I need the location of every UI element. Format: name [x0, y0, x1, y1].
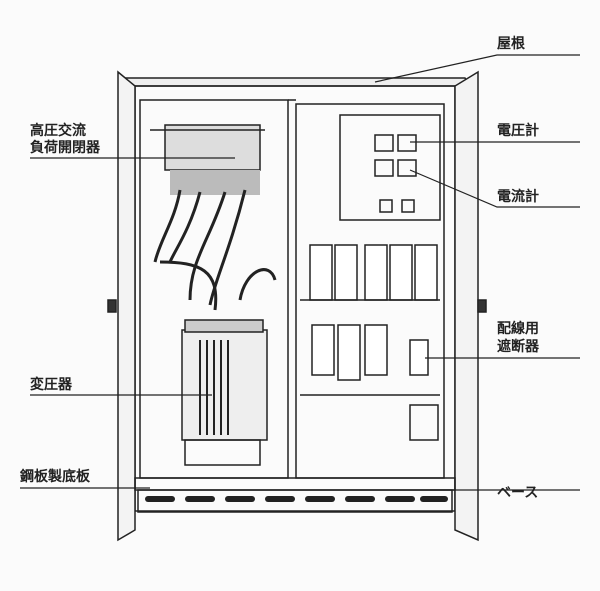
right-handle: [477, 299, 487, 313]
label-breaker-line2: 遮断器: [497, 339, 539, 355]
label-base: ベース: [497, 485, 539, 501]
meters: [374, 134, 417, 213]
roof: [118, 77, 472, 87]
meter-panel: [339, 114, 441, 221]
breakers: [309, 244, 438, 381]
base-vents: [145, 496, 448, 502]
label-switch-line2: 負荷開閉器: [30, 140, 100, 156]
label-switch-line1: 高圧交流: [30, 123, 86, 139]
label-ammeter: 電流計: [497, 189, 539, 205]
load-switch: [164, 124, 261, 171]
label-voltmeter: 電圧計: [497, 123, 539, 139]
base: [137, 489, 453, 513]
right-door: [454, 70, 479, 542]
left-door: [117, 70, 136, 542]
label-bottom-plate: 鋼板製底板: [20, 469, 90, 485]
label-breaker-line1: 配線用: [497, 321, 539, 337]
label-roof: 屋根: [497, 36, 525, 52]
transformer: [181, 329, 268, 441]
leader-lines: [20, 54, 580, 491]
label-transformer: 変圧器: [30, 377, 72, 393]
left-handle: [107, 299, 117, 313]
bottom-plate: [134, 477, 456, 491]
